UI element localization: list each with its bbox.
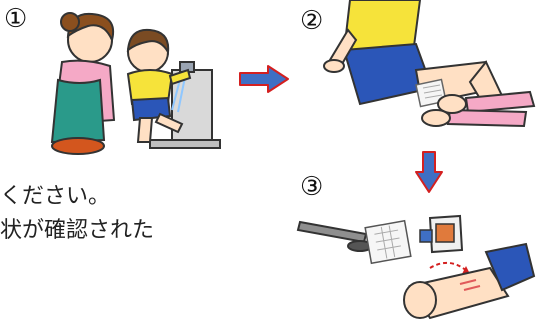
instruction-line-1: ください。 [0,178,110,210]
adult-applying-gauze-to-knee-illustration [290,0,541,135]
step-1-panel: ① [0,0,230,160]
step-2-panel: ② [290,0,541,135]
arrow-right-icon [238,64,290,94]
scissors-gauze-ointment-and-leg-illustration [290,160,541,325]
instruction-line-2: 状が確認された [0,212,154,244]
step-3-panel: ③ [290,160,541,325]
child-washing-wound-at-sink-illustration [0,0,230,160]
instruction-text-block: ください。 状が確認された [0,170,230,250]
